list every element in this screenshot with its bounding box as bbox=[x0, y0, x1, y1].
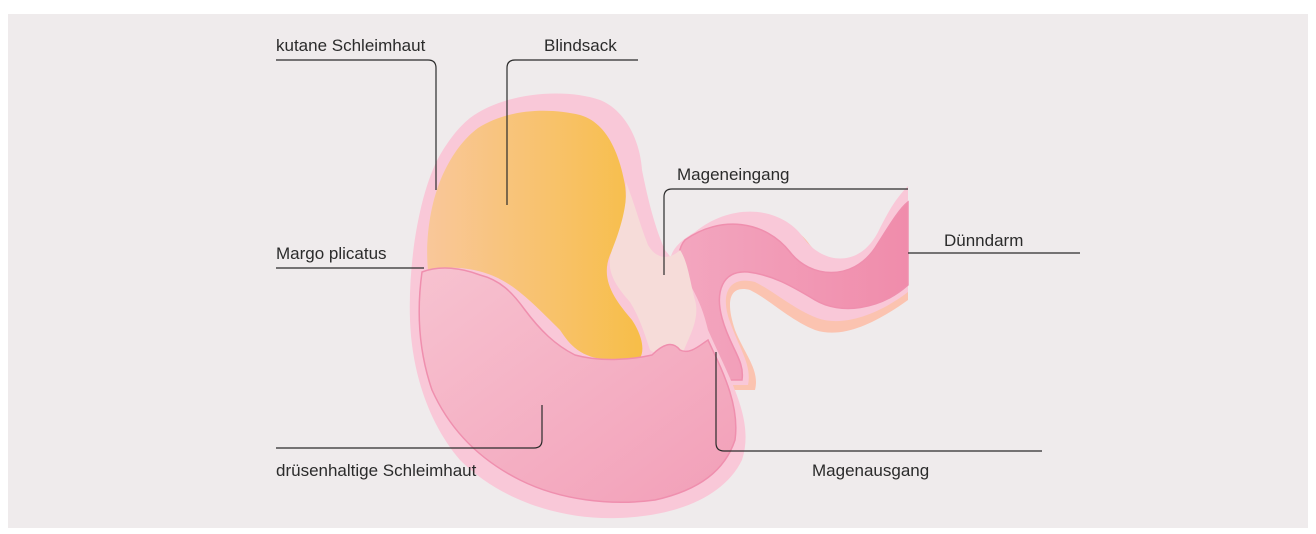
label-druesenhaltige-schleimhaut: drüsenhaltige Schleimhaut bbox=[276, 461, 476, 481]
label-mageneingang: Mageneingang bbox=[677, 165, 789, 185]
leader-line-magenausgang bbox=[716, 352, 1042, 451]
label-margo-plicatus: Margo plicatus bbox=[276, 244, 387, 264]
label-kutane-schleimhaut: kutane Schleimhaut bbox=[276, 36, 425, 56]
leader-line-kutane bbox=[276, 60, 436, 190]
label-duenndarm: Dünndarm bbox=[944, 231, 1023, 251]
label-blindsack: Blindsack bbox=[544, 36, 617, 56]
label-magenausgang: Magenausgang bbox=[812, 461, 929, 481]
